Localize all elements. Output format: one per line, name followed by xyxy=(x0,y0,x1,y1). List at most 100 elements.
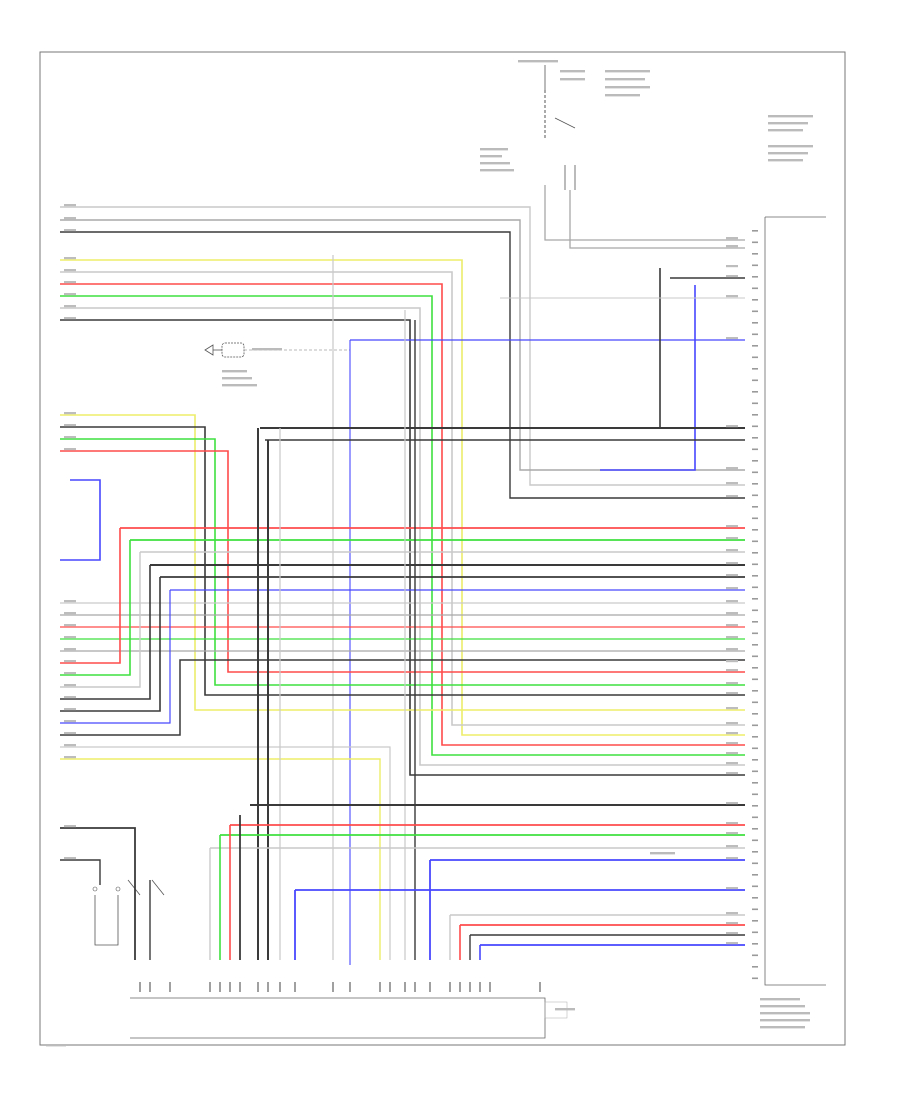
right-wire-label-mark xyxy=(726,237,738,240)
right-pin-mark xyxy=(752,264,758,267)
wire-gray-2 xyxy=(60,271,745,726)
wire-black-1 xyxy=(60,319,745,776)
right-pin-mark xyxy=(752,839,758,842)
annotation-mark xyxy=(760,998,800,1001)
annotation-mark xyxy=(768,115,813,118)
right-pin-mark xyxy=(752,874,758,876)
bottom-pin-mark xyxy=(229,982,231,992)
right-pin-mark xyxy=(752,506,758,508)
right-wire-label-mark xyxy=(726,722,738,725)
right-wire-label-mark xyxy=(726,932,738,935)
right-wire-label-mark xyxy=(726,600,738,603)
wire-red-1 xyxy=(60,283,745,746)
right-wire-label-mark xyxy=(726,692,738,695)
bottom-pin-mark xyxy=(404,982,406,992)
right-pin-mark xyxy=(752,414,758,416)
right-wire-label-mark xyxy=(726,707,738,710)
right-wire-label-mark xyxy=(726,822,738,825)
left-row-label-mark xyxy=(64,293,76,296)
right-wire-label-mark xyxy=(726,337,738,340)
right-pin-mark xyxy=(752,736,758,738)
right-pin-mark xyxy=(752,586,758,589)
right-pin-mark xyxy=(752,529,758,531)
wire-yellow-drop xyxy=(60,758,381,960)
bottom-pin-mark xyxy=(489,982,491,992)
bottom-pin-mark xyxy=(449,982,451,992)
right-pin-mark xyxy=(752,517,758,520)
left-row-label-mark xyxy=(64,412,76,415)
right-wire-label-mark xyxy=(726,772,738,775)
right-pin-mark xyxy=(752,816,758,819)
right-wire-label-mark xyxy=(726,922,738,925)
right-pin-mark xyxy=(752,322,758,324)
wire-top-1 xyxy=(60,206,745,486)
bottom-pin-mark xyxy=(169,982,171,992)
annotation-mark xyxy=(605,86,650,89)
right-pin-mark xyxy=(752,471,758,474)
right-pin-mark xyxy=(752,356,758,359)
bottom-left-switch xyxy=(92,879,165,946)
wire-yellow-1 xyxy=(60,259,745,736)
wire-gray-drop xyxy=(60,746,391,960)
wire-low-left-2 xyxy=(60,859,101,885)
pin-layer xyxy=(139,230,758,992)
bottom-pin-mark xyxy=(267,982,269,992)
right-wire-label-mark xyxy=(726,857,738,860)
wire-green-2 xyxy=(60,438,745,686)
annotation-mark xyxy=(222,370,247,373)
right-wire-label-mark xyxy=(726,845,738,848)
left-row-label-mark xyxy=(64,448,76,451)
wire-black-riser xyxy=(60,565,151,700)
right-pin-mark xyxy=(752,368,758,370)
right-wire-label-mark xyxy=(726,732,738,735)
annotation-mark xyxy=(480,148,508,151)
right-pin-mark xyxy=(752,644,758,646)
right-pin-mark xyxy=(752,747,758,750)
right-pin-mark xyxy=(752,770,758,773)
wire-green-1 xyxy=(60,295,745,756)
left-row-label-mark xyxy=(64,317,76,320)
right-pin-mark xyxy=(752,851,758,853)
right-pin-mark xyxy=(752,494,758,497)
left-row-label-mark xyxy=(64,756,76,759)
right-wire-label-mark xyxy=(726,425,738,428)
left-row-label-mark xyxy=(64,424,76,427)
right-pin-mark xyxy=(752,230,758,232)
left-row-label-mark xyxy=(64,305,76,308)
wire-blue-mid xyxy=(60,479,101,561)
right-pin-mark xyxy=(752,575,758,577)
bottom-pin-mark xyxy=(479,982,481,992)
right-pin-mark xyxy=(752,759,758,761)
right-wire-label-mark xyxy=(726,887,738,890)
right-wire-label-mark xyxy=(726,612,738,615)
annotation-mark xyxy=(605,70,650,73)
bottom-pin-mark xyxy=(332,982,334,992)
right-pin-mark xyxy=(752,690,758,692)
right-wire-label-mark xyxy=(726,742,738,745)
wire-gray-3 xyxy=(60,307,745,766)
right-wire-label-mark xyxy=(726,660,738,663)
annotation-mark xyxy=(560,78,585,81)
right-wire-label-mark xyxy=(726,669,738,672)
bottom-pin-mark xyxy=(414,982,416,992)
right-pin-mark xyxy=(752,460,758,462)
left-row-label-mark xyxy=(64,624,76,627)
left-row-label-mark xyxy=(64,708,76,711)
left-row-label-mark xyxy=(64,204,76,207)
right-pin-mark xyxy=(752,908,758,911)
top-switch-component xyxy=(544,65,576,190)
annotation-mark xyxy=(252,348,282,351)
right-wire-label-mark xyxy=(726,275,738,278)
right-wire-label-mark xyxy=(726,562,738,565)
right-pin-mark xyxy=(752,310,758,313)
right-pin-mark xyxy=(752,345,758,347)
annotation-mark xyxy=(650,852,675,855)
wire-top-3 xyxy=(60,231,745,499)
right-pin-mark xyxy=(752,920,758,922)
annotation-mark xyxy=(760,1026,805,1029)
wire-yellow-2 xyxy=(60,414,745,711)
right-pin-mark xyxy=(752,241,758,244)
bottom-connector-block xyxy=(130,997,568,1039)
right-pin-mark xyxy=(752,782,758,784)
left-row-label-mark xyxy=(64,269,76,272)
